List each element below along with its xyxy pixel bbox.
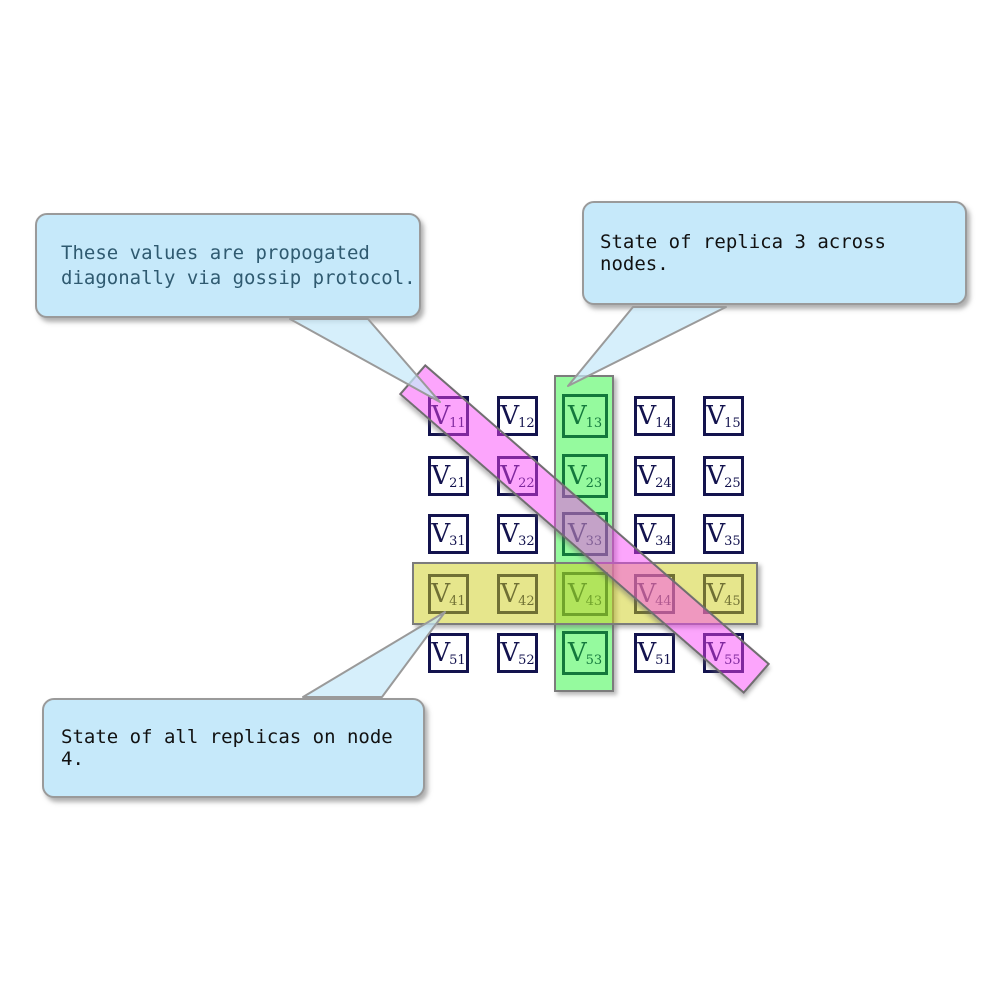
cell-subscript: 51 xyxy=(449,652,466,668)
cell-symbol: V xyxy=(500,638,520,668)
cell-subscript: 33 xyxy=(585,533,603,549)
cell-subscript: 21 xyxy=(449,475,466,491)
cell-symbol: V xyxy=(431,461,451,491)
cell-subscript: 12 xyxy=(518,415,535,431)
cell-symbol: V xyxy=(500,519,520,549)
cell-symbol: V xyxy=(431,638,451,668)
callout-node4-state: State of all replicas on node 4. xyxy=(42,698,425,798)
callout-gossip-line2: diagonally via gossip protocol. xyxy=(61,267,416,289)
cell-symbol: V xyxy=(567,638,587,668)
cell-subscript: 52 xyxy=(518,652,535,668)
cell-symbol: V xyxy=(706,461,726,491)
cell-symbol: V xyxy=(431,401,451,431)
cell-subscript: 13 xyxy=(585,415,603,431)
replica3-column-highlight-band xyxy=(554,375,614,692)
cell-subscript: 14 xyxy=(655,415,672,431)
cell-subscript: 53 xyxy=(585,652,603,668)
cell-subscript: 25 xyxy=(724,475,741,491)
cell-symbol: V xyxy=(706,519,726,549)
cell-subscript: 34 xyxy=(655,533,672,549)
cell-subscript: 15 xyxy=(724,415,741,431)
node4-row-highlight-band xyxy=(412,562,758,625)
cell-subscript: 55 xyxy=(724,652,741,668)
cell-symbol: V xyxy=(637,461,657,491)
cell-subscript: 31 xyxy=(449,533,466,549)
cell-symbol: V xyxy=(431,519,451,549)
cell-symbol: V xyxy=(567,401,587,431)
cell-subscript: 23 xyxy=(585,475,603,491)
cell-symbol: V xyxy=(567,519,587,549)
cell-symbol: V xyxy=(637,401,657,431)
cell-subscript: 24 xyxy=(655,475,672,491)
callout-gossip-propagation: These values are propogated diagonally v… xyxy=(35,213,421,318)
cell-symbol: V xyxy=(706,638,726,668)
cell-subscript: 22 xyxy=(518,475,535,491)
cell-subscript: 32 xyxy=(518,533,535,549)
cell-symbol: V xyxy=(637,638,657,668)
cell-symbol: V xyxy=(637,519,657,549)
cell-symbol: V xyxy=(500,461,520,491)
callout-replica3-text: State of replica 3 across nodes. xyxy=(600,231,886,275)
callout-node4-text: State of all replicas on node 4. xyxy=(61,726,393,770)
cell-symbol: V xyxy=(567,461,587,491)
cell-subscript: 51 xyxy=(655,652,672,668)
callout-gossip-line1: These values are propogated xyxy=(61,242,370,264)
cell-symbol: V xyxy=(500,401,520,431)
cell-symbol: V xyxy=(706,401,726,431)
cell-subscript: 11 xyxy=(449,415,466,431)
cell-subscript: 35 xyxy=(724,533,741,549)
callout-replica3-state: State of replica 3 across nodes. xyxy=(582,201,967,305)
